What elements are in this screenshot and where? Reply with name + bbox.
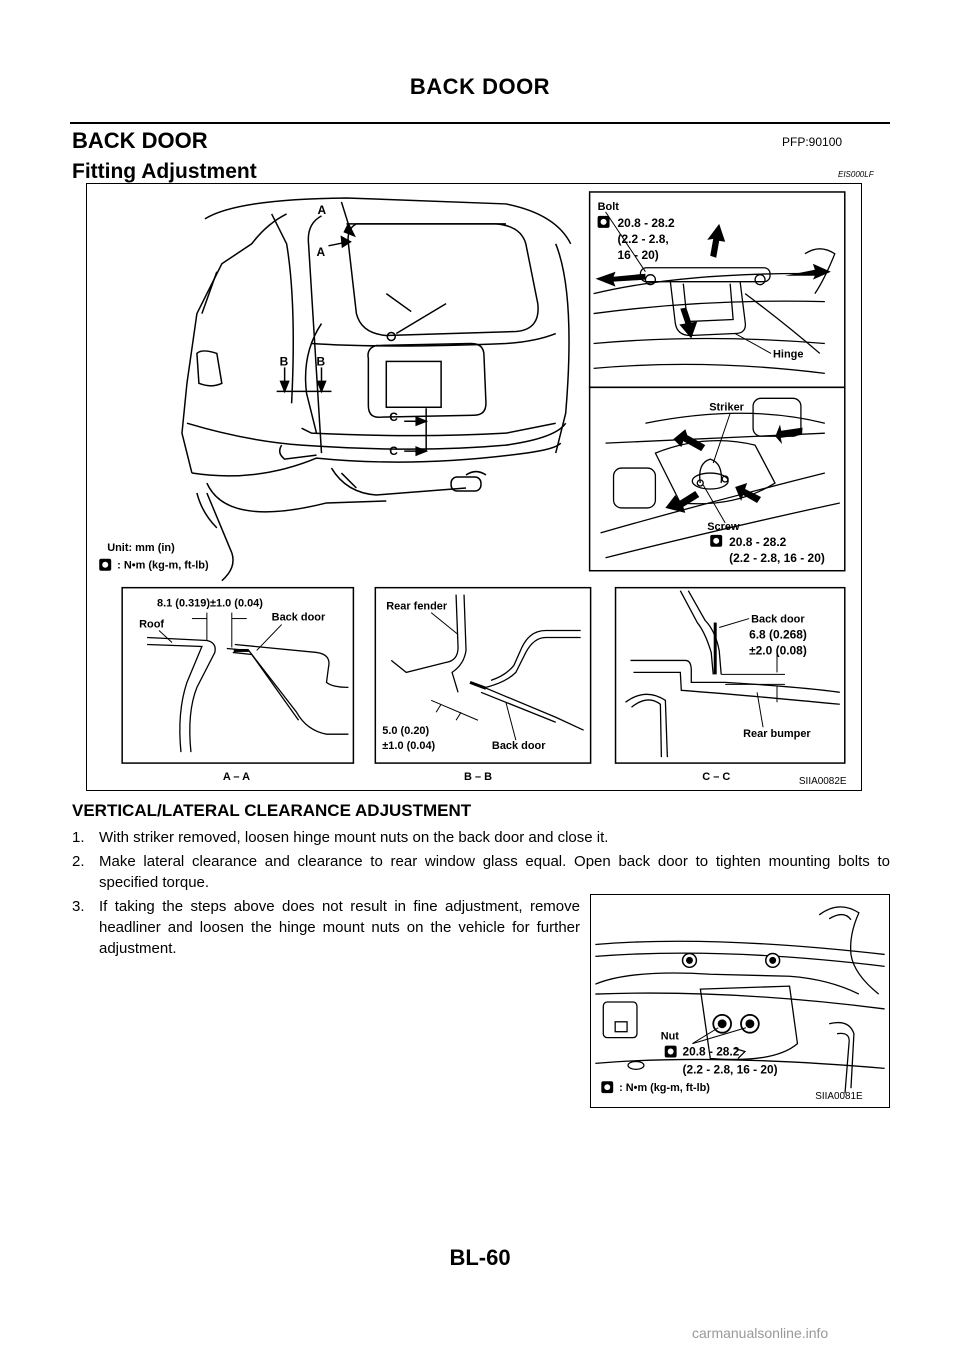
marker-c-bottom: C [389, 444, 398, 458]
bb-back-door-label: Back door [492, 740, 546, 752]
screw-label: Screw [707, 521, 740, 533]
header-rule [70, 122, 890, 124]
striker-leader-line [712, 413, 731, 464]
section-aa-frame [121, 586, 355, 764]
hinge-torque-kgm: (2.2 - 2.8, [618, 232, 669, 246]
nut-torque-value: 20.8 - 28.2 [683, 1044, 740, 1058]
step-2: 2. Make lateral clearance and clearance … [72, 851, 890, 893]
aa-roof-leader [158, 630, 173, 643]
marker-a-top: A [318, 203, 327, 217]
torque-wrench-icon [99, 558, 112, 571]
figure2-torque-unit: : N•m (kg-m, ft-lb) [619, 1082, 710, 1094]
hinge-mount-nut-figure: Nut 20.8 - 28.2 (2.2 - 2.8, 16 - 20) : N… [590, 894, 890, 1108]
aa-caption: A – A [223, 771, 250, 783]
cc-dim-value: 6.8 (0.268) [749, 628, 807, 642]
screw-leader-line [702, 484, 726, 524]
section-cc-dimension [721, 652, 785, 703]
nut-torque-icon [664, 1045, 677, 1058]
step-1-number: 1. [72, 829, 85, 846]
step-2-text: Make lateral clearance and clearance to … [99, 853, 890, 891]
figure1-code: SIIA0082E [799, 776, 847, 787]
hinge-mount-nuts [681, 952, 781, 1034]
section-title: BACK DOOR [72, 128, 208, 153]
step-3-number: 3. [72, 898, 85, 915]
bb-caption: B – B [464, 771, 492, 783]
bolt-leader-line [605, 211, 646, 272]
hinge-torque-value: 20.8 - 28.2 [618, 216, 676, 230]
cc-back-door-leader [719, 618, 750, 629]
bb-rear-fender-label: Rear fender [386, 601, 448, 613]
cc-dim-tolerance: ±2.0 (0.08) [749, 643, 807, 657]
marker-b-left: B [280, 354, 289, 368]
nut-torque-detail: (2.2 - 2.8, 16 - 20) [683, 1062, 778, 1076]
bolt-label: Bolt [598, 201, 620, 213]
aa-dimension-label: 8.1 (0.319)±1.0 (0.04) [157, 598, 263, 610]
running-header: BACK DOOR [409, 74, 551, 99]
striker-adjust-arrows [665, 424, 803, 513]
hinge-label: Hinge [773, 348, 803, 360]
torque-unit-note: : N•m (kg-m, ft-lb) [117, 560, 209, 572]
striker-detail-illustration [600, 397, 840, 559]
fitting-adjustment-figure: A A B B C C Unit: mm (in) : N•m (kg-m, f… [86, 183, 862, 791]
step-1-text: With striker removed, loosen hinge mount… [99, 829, 609, 846]
striker-label: Striker [709, 401, 744, 413]
step-1: 1. With striker removed, loosen hinge mo… [72, 827, 890, 848]
aa-back-door-leader [256, 624, 282, 651]
step-2-number: 2. [72, 853, 85, 870]
unit-note: Unit: mm (in) [107, 542, 175, 554]
section-bb-dimension [430, 699, 479, 721]
section-aa-dimension [191, 612, 247, 648]
nut-leader-lines [692, 1027, 747, 1045]
striker-torque-value: 20.8 - 28.2 [729, 535, 787, 549]
section-aa-illustration [147, 636, 349, 753]
subsection-ref-code: EIS000LF [838, 170, 874, 179]
bb-rear-fender-leader [430, 612, 459, 635]
striker-torque-detail: (2.2 - 2.8, 16 - 20) [729, 551, 825, 565]
subsection-title: Fitting Adjustment [72, 160, 257, 183]
marker-a-bottom: A [317, 245, 326, 259]
section-markers [276, 201, 429, 457]
cc-back-door-label: Back door [751, 614, 805, 626]
section-cc-frame [614, 586, 846, 764]
vehicle-rear-illustration [181, 197, 572, 582]
section-cc-illustration [625, 590, 840, 758]
hinge-torque-ftlb: 16 - 20) [618, 248, 659, 262]
aa-back-door-label: Back door [272, 612, 326, 624]
headliner-illustration [595, 906, 885, 1094]
striker-detail-frame [588, 386, 846, 572]
figure2-torque-unit-icon [601, 1081, 614, 1094]
nut-label: Nut [661, 1031, 679, 1043]
bb-back-door-leader [505, 702, 517, 741]
aa-roof-label: Roof [139, 619, 164, 631]
figure2-code: SIIA0081E [815, 1091, 863, 1102]
striker-torque-icon [710, 534, 723, 547]
hinge-leader-line [734, 333, 772, 354]
hinge-torque-icon [597, 215, 610, 228]
cc-rear-bumper-leader [756, 692, 764, 728]
part-code: PFP:90100 [782, 135, 843, 149]
cc-rear-bumper-label: Rear bumper [743, 728, 811, 740]
watermark: carmanualsonline.info [692, 1325, 829, 1341]
bb-dim-value: 5.0 (0.20) [382, 725, 429, 737]
page-number: BL-60 [449, 1245, 511, 1270]
cc-caption: C – C [702, 771, 730, 783]
marker-c-top: C [389, 410, 398, 424]
step-3-text: If taking the steps above does not resul… [99, 898, 580, 957]
marker-b-right: B [317, 354, 326, 368]
adjustment-heading: VERTICAL/LATERAL CLEARANCE ADJUSTMENT [72, 801, 472, 820]
bb-dim-tolerance: ±1.0 (0.04) [382, 740, 435, 752]
hinge-adjust-arrows [595, 223, 831, 339]
step-3: 3. If taking the steps above does not re… [72, 896, 580, 959]
section-bb-illustration [390, 594, 584, 731]
section-bb-frame [374, 586, 592, 764]
